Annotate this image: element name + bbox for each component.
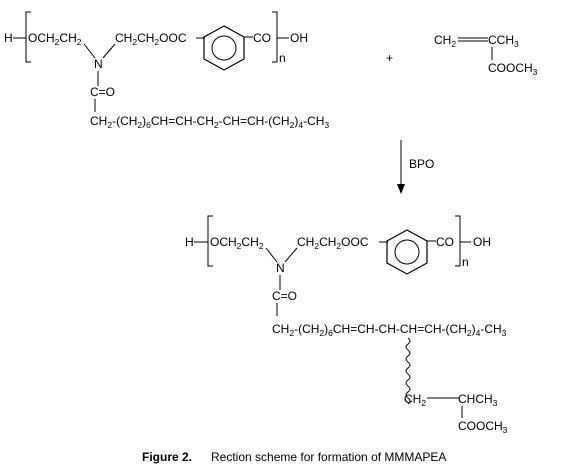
chain-subscript: 2 [289, 328, 294, 338]
chain-segment: -(CH [294, 322, 319, 336]
reactant-polymer: H OCH2CH2 CH2CH2OOC N C=O CO OH n CH2-(C… [4, 11, 329, 130]
chain-subscript: 3 [324, 120, 329, 130]
chain-subscript: 6 [328, 328, 333, 338]
chain-segment: ) [324, 322, 328, 336]
hydroxyl-end-group: OH [473, 235, 491, 249]
methyl-carbon: CCH3 [488, 33, 519, 49]
oxyethylene-left: OCH2CH2 [210, 235, 264, 251]
oxyethylene-right: CH2CH2OOC [297, 235, 369, 251]
graft-methylene: CH2 [404, 392, 426, 408]
bond-line [284, 247, 298, 263]
chain-segment: -CH [480, 322, 501, 336]
caption-text: Rection scheme for formation of MMMAPEA [211, 450, 446, 464]
repeat-count: n [462, 255, 469, 269]
chain-subscript: 6 [146, 120, 151, 130]
bond-line [265, 247, 278, 263]
chain-segment: -CH=CH-(CH [219, 114, 290, 128]
chain-subscript: 3 [502, 328, 507, 338]
graft-methine: CHCH3 [458, 392, 498, 408]
amide-carbonyl: C=O [272, 289, 297, 303]
product-polymer: H OCH2CH2 CH2CH2OOC N C=O CO OH n CH2-(C… [185, 215, 508, 435]
h-end-group: H [185, 235, 194, 249]
chain-segment: ) [472, 322, 476, 336]
fatty-acid-chain: CH2-(CH2)6CH=CH-CH2-CH=CH-(CH2)4-CH3 [90, 114, 329, 130]
ring-carbonyl: CO [436, 235, 454, 249]
methyl-ester: COOCH3 [488, 61, 538, 77]
methyl-methacrylate-monomer: CH2 CCH3 COOCH3 [434, 33, 538, 77]
chain-segment: CH=CH-CH-CH=CH-(CH [333, 322, 467, 336]
repeat-count: n [279, 51, 286, 65]
reaction-arrow: BPO [397, 140, 434, 194]
figure-caption: Figure 2. Rection scheme for formation o… [142, 450, 446, 464]
aromatic-circle [394, 239, 420, 265]
figure-label: Figure 2. [142, 450, 192, 464]
chain-segment: -CH [303, 114, 324, 128]
plus-sign: + [386, 51, 393, 65]
repeat-bracket-right [455, 215, 461, 267]
benzene-ring [386, 229, 428, 275]
oxyethylene-right: CH2CH2OOC [115, 31, 187, 47]
benzene-ring [203, 25, 245, 71]
chain-subscript: 2 [107, 120, 112, 130]
ring-carbonyl: CO [253, 31, 271, 45]
chain-segment: ) [294, 114, 298, 128]
chain-segment: CH [272, 322, 289, 336]
nitrogen-atom: N [94, 57, 103, 71]
oxyethylene-left: OCH2CH2 [28, 31, 82, 47]
chain-segment: CH=CH-CH [151, 114, 214, 128]
repeat-bracket-right [272, 11, 278, 63]
chain-subscript: 4 [298, 120, 303, 130]
h-end-group: H [4, 31, 13, 45]
graft-wavy-bond [405, 337, 411, 405]
chain-subscript: 4 [476, 328, 481, 338]
hydroxyl-end-group: OH [290, 31, 308, 45]
chain-subscript: 2 [214, 120, 219, 130]
reagent-label: BPO [409, 157, 434, 171]
chain-subscript: 2 [290, 120, 295, 130]
chain-subscript: 2 [319, 328, 324, 338]
chain-segment: -(CH [112, 114, 137, 128]
repeat-bracket-left [25, 11, 31, 63]
bond-line [83, 43, 96, 59]
amide-carbonyl: C=O [90, 85, 115, 99]
chain-subscript: 2 [137, 120, 142, 130]
bond-line [102, 43, 116, 59]
fatty-acid-chain: CH2-(CH2)6CH=CH-CH-CH=CH-(CH2)4-CH3 [272, 322, 507, 338]
graft-methyl-ester: COOCH3 [458, 419, 508, 435]
chain-subscript: 2 [467, 328, 472, 338]
chain-segment: CH [90, 114, 107, 128]
chain-segment: ) [142, 114, 146, 128]
repeat-bracket-left [207, 215, 213, 267]
arrow-head [397, 184, 405, 194]
aromatic-circle [211, 35, 237, 61]
vinyl-group: CH2 [434, 33, 456, 49]
nitrogen-atom: N [276, 261, 285, 275]
